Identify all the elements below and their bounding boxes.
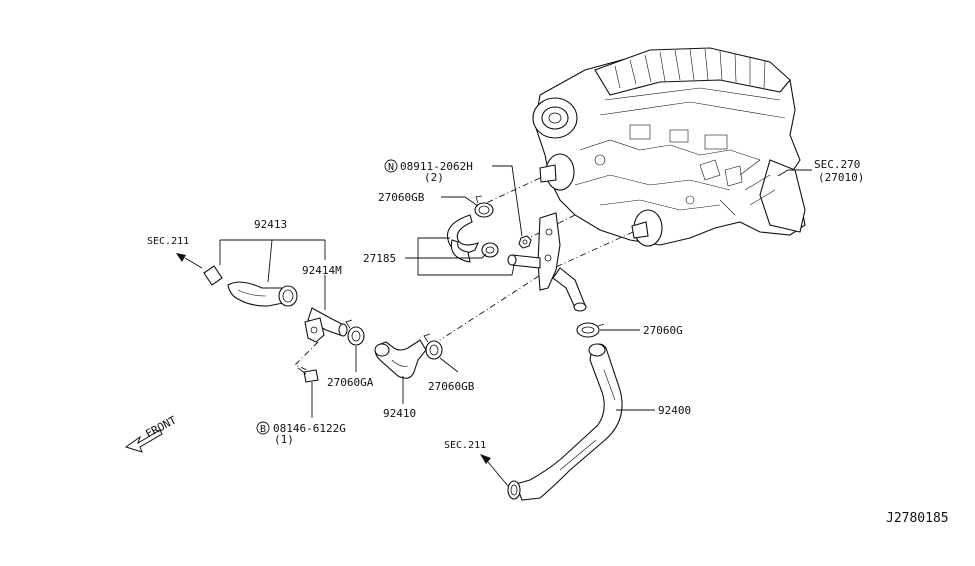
diagram-id: J2780185 bbox=[886, 511, 949, 526]
bolt-08146-6122G bbox=[297, 367, 319, 383]
clamp-27185 bbox=[481, 242, 499, 258]
bolt-symbol: B bbox=[260, 424, 266, 435]
sec211-left-arrow-icon bbox=[176, 253, 186, 262]
label-sec270-sub: (27010) bbox=[818, 171, 864, 184]
label-sec211-left: SEC.211 bbox=[147, 236, 189, 247]
heater-unit-illustration bbox=[532, 47, 806, 247]
label-27060GA: 27060GA bbox=[327, 376, 374, 389]
clamp-27060GA bbox=[345, 319, 365, 346]
clamp-27060GB-bottom bbox=[423, 333, 443, 360]
nut-08911-2062H bbox=[518, 235, 532, 249]
bracket-27185 bbox=[507, 212, 587, 312]
nut-symbol: N bbox=[388, 162, 394, 173]
front-arrow-icon bbox=[124, 429, 163, 453]
nut-symbol-circle bbox=[384, 159, 398, 173]
label-27060G: 27060G bbox=[643, 324, 683, 337]
hose-92400 bbox=[507, 343, 623, 501]
label-nut-qty: (2) bbox=[424, 171, 444, 184]
label-27185: 27185 bbox=[363, 252, 396, 265]
bolt-symbol-circle bbox=[256, 421, 270, 435]
hose-27185-lower bbox=[450, 239, 471, 263]
flow-centerline-bracket bbox=[481, 177, 541, 206]
label-bolt-qty: (1) bbox=[274, 433, 294, 446]
hose-92413 bbox=[203, 265, 298, 307]
label-sec211-bottom: SEC.211 bbox=[444, 440, 486, 451]
label-bolt-code: 08146-6122G bbox=[273, 422, 346, 435]
clamp-27060G bbox=[576, 322, 605, 338]
label-nut-code: 08911-2062H bbox=[400, 160, 473, 173]
hose-92410 bbox=[374, 339, 427, 379]
bolt-centerline bbox=[294, 341, 319, 373]
pipe-92414M bbox=[304, 307, 348, 343]
clamp-27060GB-top bbox=[474, 195, 494, 218]
circled-symbols bbox=[256, 159, 398, 435]
label-92400: 92400 bbox=[658, 404, 691, 417]
arrows bbox=[124, 253, 491, 464]
label-front: FRONT bbox=[143, 413, 179, 440]
label-27060GB-bottom: 27060GB bbox=[428, 380, 475, 393]
sec211-bottom-arrow-icon bbox=[480, 454, 491, 464]
label-sec270: SEC.270 bbox=[814, 158, 860, 171]
label-27060GB-top: 27060GB bbox=[378, 191, 425, 204]
label-92410: 92410 bbox=[383, 407, 416, 420]
labels: N 08911-2062H (2) SEC.270 (27010) 27060G… bbox=[143, 158, 948, 526]
label-92414M: 92414M bbox=[302, 264, 342, 277]
leader-lines bbox=[184, 165, 812, 487]
label-92413: 92413 bbox=[254, 218, 287, 231]
